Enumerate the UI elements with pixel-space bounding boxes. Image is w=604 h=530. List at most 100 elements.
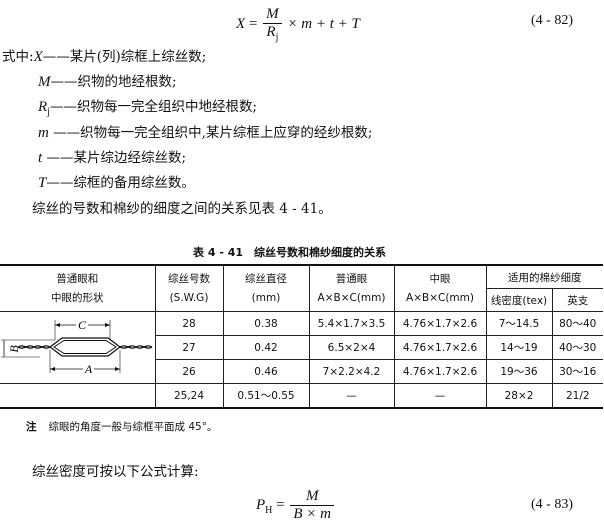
definition-dash: —— bbox=[49, 99, 77, 115]
cell-diameter: 0.51～0.55 bbox=[222, 383, 310, 409]
paragraph-density-intro: 综丝密度可按以下公式计算: bbox=[32, 464, 199, 480]
definition-symbol: R bbox=[38, 99, 48, 115]
cell-english-count: 40～30 bbox=[551, 335, 603, 360]
header-normal-eye-line1: 普通眼 bbox=[335, 272, 368, 285]
formula-rest: × m + t + T bbox=[287, 15, 360, 32]
formula-lhs-main: P bbox=[256, 496, 266, 513]
definition-dash: —— bbox=[46, 175, 74, 191]
definition-item: Rj——织物每一完全组织中地经根数; bbox=[38, 97, 257, 123]
definition-text: 某片综边经综丝数; bbox=[73, 150, 187, 166]
cell-normal-eye: — bbox=[308, 383, 395, 409]
header-normal-eye-line2: A×B×C(mm) bbox=[317, 291, 386, 304]
cell-mid-eye: — bbox=[393, 383, 487, 409]
definition-symbol: m bbox=[38, 125, 49, 141]
formula-denominator: B × m bbox=[290, 505, 334, 523]
definition-subscript: j bbox=[47, 106, 50, 118]
cell-eye-shape-empty bbox=[0, 383, 156, 409]
formula-equals: = bbox=[248, 15, 258, 32]
formula-numerator: M bbox=[305, 488, 319, 504]
cell-mid-eye: 4.76×1.7×2.6 bbox=[393, 311, 487, 336]
eye-shape-diagram-cell: C B bbox=[0, 311, 156, 384]
table-row: C B bbox=[0, 311, 603, 384]
cell-diameter: 0.38 bbox=[222, 311, 310, 336]
dimension-c-arrow-left bbox=[55, 323, 60, 327]
cell-gauge: 28 bbox=[154, 311, 224, 336]
header-english-count: 英支 bbox=[551, 288, 603, 312]
cell-normal-eye: 5.4×1.7×3.5 bbox=[308, 311, 395, 336]
header-diameter-line2: (mm) bbox=[251, 291, 281, 304]
formula-fraction: M B × m bbox=[290, 488, 334, 523]
formula-numerator: M bbox=[266, 6, 279, 22]
cell-gauge: 26 bbox=[154, 359, 224, 384]
definition-text: 某片(列)综框上综丝数; bbox=[69, 49, 207, 65]
definition-symbol: t bbox=[38, 150, 43, 166]
header-normal-eye: 普通眼 A×B×C(mm) bbox=[308, 264, 395, 312]
header-gauge-line1: 综丝号数 bbox=[168, 272, 210, 285]
wire-right-strand-2 bbox=[119, 345, 153, 349]
formula-fraction: M Rj bbox=[263, 6, 282, 43]
definition-text: 织物的地经根数; bbox=[77, 74, 177, 90]
header-gauge: 综丝号数 (S.W.G) bbox=[154, 264, 224, 312]
formula-4-82: X = M Rj × m + t + T bbox=[236, 6, 360, 43]
definition-item: t ——某片综边经综丝数; bbox=[38, 148, 186, 169]
definition-symbol: X bbox=[33, 49, 43, 65]
wire-left-strand-2 bbox=[17, 345, 51, 349]
header-eye-shape: 普通眼和中眼的形状 bbox=[0, 264, 156, 312]
cell-tex: 14～19 bbox=[485, 335, 553, 360]
heddle-eye-diagram: C B bbox=[1, 318, 153, 376]
definition-text: 综框的备用综丝数。 bbox=[73, 175, 195, 191]
header-gauge-line2: (S.W.G) bbox=[169, 291, 209, 304]
table-note: 注综眼的角度一般与综框平面成 45°。 bbox=[26, 419, 217, 434]
cell-gauge: 25,24 bbox=[154, 383, 224, 409]
formula-lhs: PH bbox=[256, 496, 273, 516]
definition-symbol: T bbox=[38, 175, 47, 191]
header-eye-shape-line2: 中眼的形状 bbox=[51, 291, 104, 304]
dimension-a-arrow-right bbox=[115, 367, 120, 371]
cell-normal-eye: 6.5×2×4 bbox=[308, 335, 395, 360]
heddle-table: 普通眼和中眼的形状 综丝号数 (S.W.G) 综丝直径 (mm) 普通眼 A×B×C(… bbox=[0, 264, 603, 409]
dimension-b-label: B bbox=[7, 345, 21, 353]
eye-outline-outer bbox=[49, 337, 121, 357]
header-mid-eye-line2: A×B×C(mm) bbox=[406, 291, 474, 304]
formula-denominator-sub: j bbox=[275, 32, 279, 43]
table-row: 26 0.46 7×2.2×4.2 4.76×1.7×2.6 19～36 30～… bbox=[0, 359, 603, 384]
definition-text: 织物每一完全组织中地经根数; bbox=[76, 99, 258, 115]
dimension-a-arrow-left bbox=[50, 367, 55, 371]
header-diameter: 综丝直径 (mm) bbox=[222, 264, 310, 312]
eye-outline-inner bbox=[53, 340, 117, 354]
cell-gauge: 27 bbox=[154, 335, 224, 360]
cell-english-count: 80～40 bbox=[551, 311, 603, 336]
formula-equals: = bbox=[276, 496, 285, 513]
cell-diameter: 0.42 bbox=[222, 335, 310, 360]
header-diameter-line1: 综丝直径 bbox=[245, 272, 287, 285]
cell-tex: 7～14.5 bbox=[485, 311, 553, 336]
dimension-a-label: A bbox=[84, 362, 93, 376]
cell-normal-eye: 7×2.2×4.2 bbox=[308, 359, 395, 384]
definition-dash: —— bbox=[48, 125, 81, 141]
header-linear-density: 线密度(tex) bbox=[485, 288, 553, 312]
formula-lhs-sub: H bbox=[265, 504, 273, 516]
cell-tex: 28×2 bbox=[485, 383, 553, 409]
dimension-a-label-bg bbox=[83, 363, 94, 375]
table-row: 27 0.42 6.5×2×4 4.76×1.7×2.6 14～19 40～30 bbox=[0, 335, 603, 360]
definition-intro: 式中:X——某片(列)综框上综丝数; bbox=[2, 47, 206, 68]
cell-english-count: 30～16 bbox=[551, 359, 603, 384]
definition-dash: —— bbox=[42, 49, 70, 65]
table-row: 25,24 0.51～0.55 — — 28×2 21/2 bbox=[0, 383, 603, 409]
dimension-c-arrow-right bbox=[105, 323, 110, 327]
table-caption: 表 4 - 41 综丝号数和棉纱细度的关系 bbox=[193, 246, 387, 259]
table-note-label: 注 bbox=[26, 421, 37, 433]
header-eye-shape-line1: 普通眼和 bbox=[56, 272, 99, 285]
definition-item: T——综框的备用综丝数。 bbox=[38, 173, 195, 194]
definition-dash: —— bbox=[42, 150, 74, 166]
formula-number-4-82: (4 - 82) bbox=[531, 13, 573, 28]
dimension-c-label-bg bbox=[76, 318, 88, 331]
cell-mid-eye: 4.76×1.7×2.6 bbox=[393, 335, 487, 360]
dimension-c-label: C bbox=[78, 318, 87, 332]
definition-item: M——织物的地经根数; bbox=[38, 72, 177, 93]
formula-4-83: PH = M B × m bbox=[256, 488, 336, 523]
formula-denominator-main: R bbox=[266, 24, 276, 40]
paragraph-table-reference: 综丝的号数和棉纱的细度之间的关系见表 4 - 41。 bbox=[32, 201, 332, 217]
definition-dash: —— bbox=[50, 74, 78, 90]
